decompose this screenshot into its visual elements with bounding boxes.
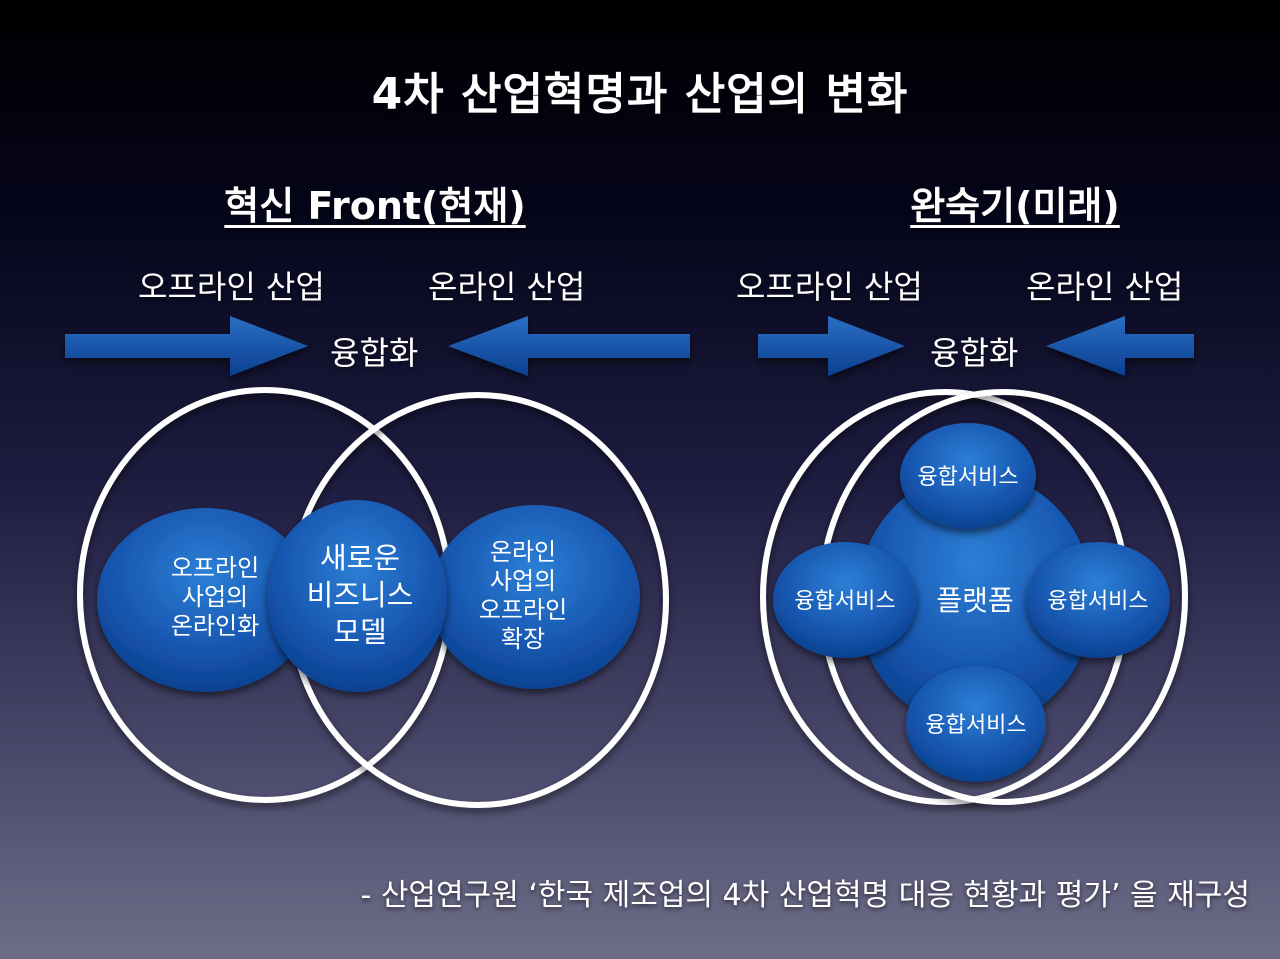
left-offline-industry-label: 오프라인 산업 [138, 268, 325, 306]
center-circle-line-1: 새로운 [320, 541, 400, 575]
platform-circle [857, 472, 1093, 728]
offline-online-circle [97, 508, 313, 692]
service-circle-top [900, 423, 1036, 529]
right-arrow-left [1046, 316, 1194, 376]
service-label-top: 융합서비스 [917, 465, 1018, 490]
service-circle-left [773, 542, 917, 658]
new-business-circle [267, 500, 447, 692]
platform-label: 플랫폼 [936, 584, 1013, 617]
right-circle-line-1: 온라인 [490, 538, 556, 566]
left-online-industry-label: 온라인 산업 [428, 268, 586, 306]
service-circle-bottom [906, 666, 1046, 782]
left-arrow-left [448, 316, 690, 376]
present-heading: 혁신 Front(현재) [224, 184, 526, 228]
right-circle-line-4: 확장 [501, 625, 545, 653]
left-circle-line-2: 사업의 [182, 583, 248, 611]
left-circle-line-3: 온라인화 [171, 612, 259, 640]
service-circle-right [1026, 542, 1170, 658]
right-circle-line-2: 사업의 [490, 567, 556, 595]
right-fusion-label: 융합화 [930, 334, 1019, 372]
right-offline-industry-label: 오프라인 산업 [736, 268, 923, 306]
future-heading: 완숙기(미래) [910, 184, 1120, 228]
online-offline-circle [430, 505, 640, 689]
right-online-industry-label: 온라인 산업 [1026, 268, 1184, 306]
page-title: 4차 산업혁명과 산업의 변화 [371, 69, 909, 120]
right-circle-line-3: 오프라인 [479, 596, 567, 624]
left-circle-line-1: 오프라인 [171, 554, 259, 582]
right-arrow-right [758, 316, 905, 376]
source-note: - 산업연구원 ‘한국 제조업의 4차 산업혁명 대응 현황과 평가’ 을 재구… [360, 878, 1250, 913]
left-arrow-right [65, 316, 308, 376]
center-circle-line-3: 모델 [333, 615, 386, 649]
service-label-left: 융합서비스 [794, 589, 895, 614]
left-fusion-label: 융합화 [330, 334, 419, 372]
service-label-bottom: 융합서비스 [925, 713, 1026, 738]
service-label-right: 융합서비스 [1047, 589, 1148, 614]
center-circle-line-2: 비즈니스 [307, 578, 414, 612]
